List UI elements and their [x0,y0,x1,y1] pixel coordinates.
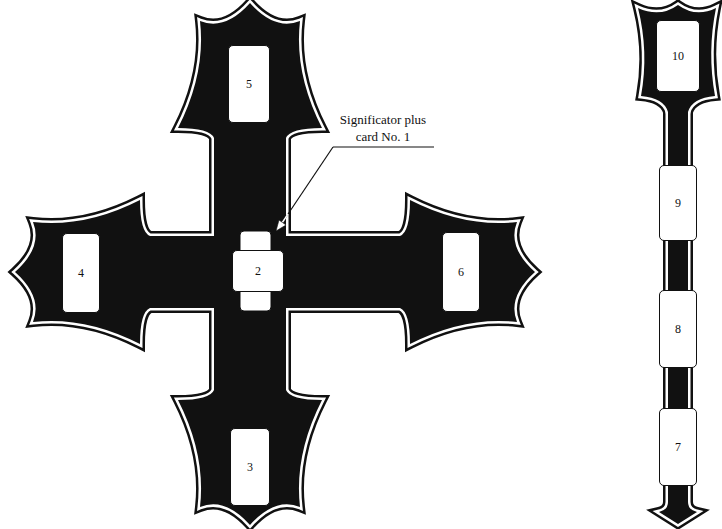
card-number: 9 [675,196,681,210]
leader-line [280,147,333,226]
card-number: 7 [675,440,681,454]
card-number: 4 [78,266,84,280]
tarot-card: 10 [656,20,700,92]
card-number: 2 [255,264,261,278]
card-number: 8 [675,322,681,336]
card-number: 5 [246,77,252,91]
callout-label: Significator plus card No. 1 [338,111,428,145]
card-number: 6 [458,265,464,279]
leader-arrowhead [276,220,286,231]
card-number: 3 [247,460,253,474]
tarot-card: 4 [62,233,100,313]
tarot-card: 2 [232,250,284,292]
card-number: 10 [672,49,684,63]
tarot-card: 8 [659,290,697,368]
tarot-card: 5 [228,45,270,123]
callout-underline [333,146,434,147]
tarot-card: 3 [230,428,270,506]
tarot-card: 6 [442,232,480,312]
tarot-card: 9 [659,165,697,241]
tarot-card: 7 [659,408,697,486]
